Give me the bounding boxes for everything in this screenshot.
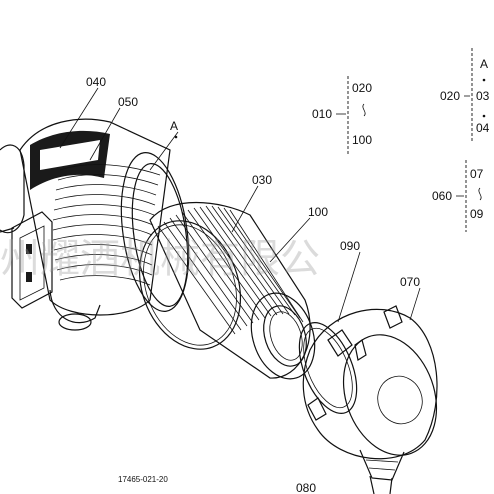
legend-060: 060 07 09: [432, 160, 484, 232]
label-040: 040: [86, 75, 106, 89]
label-070: 070: [400, 275, 420, 289]
label-080: 080: [296, 481, 316, 494]
air-cleaner-housing: [0, 118, 190, 331]
legend-010-bottom: 100: [352, 133, 372, 147]
mounting-bracket: [0, 211, 53, 309]
legend-020-bottom: 04: [476, 121, 490, 135]
legend-020-label: 020: [440, 89, 460, 103]
leader-lines: [59, 87, 421, 323]
end-cover-070: [302, 305, 438, 494]
legend-020-prefix: A: [480, 57, 488, 71]
legend-010-top: 020: [352, 81, 372, 95]
watermark-text: 州耀酒机械有限公: [0, 236, 320, 282]
label-100: 100: [308, 205, 328, 219]
label-030: 030: [252, 173, 272, 187]
legend-010-label: 010: [312, 107, 332, 121]
figure-id: 17465-021-20: [118, 475, 168, 484]
label-A: A: [170, 119, 178, 133]
legend-060-bottom: 09: [470, 207, 484, 221]
legend-020-top: 03: [476, 89, 490, 103]
ring-seal-030: [138, 220, 242, 350]
filter-element-100: [149, 202, 316, 380]
legend-020: 020 A 03 04: [440, 48, 490, 142]
legend-060-top: 07: [470, 167, 484, 181]
filter-pleats: [157, 205, 304, 335]
legend-060-label: 060: [432, 189, 452, 203]
label-A-dot: [174, 135, 178, 139]
cover-clamps: [307, 305, 403, 421]
legend-010: 010 020 100: [312, 76, 372, 156]
label-090: 090: [340, 239, 360, 253]
label-050: 050: [118, 95, 138, 109]
dust-valve-080: [359, 449, 405, 494]
